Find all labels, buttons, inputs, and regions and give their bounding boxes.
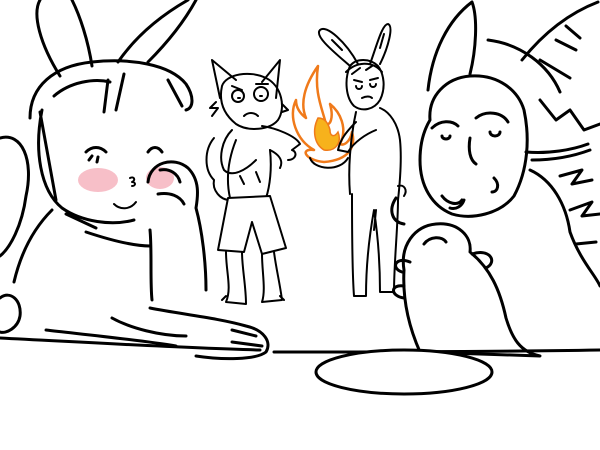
girl-smile — [113, 201, 137, 210]
boy-ears — [317, 23, 392, 67]
girl-arm — [44, 316, 188, 348]
girl-hair — [28, 59, 194, 120]
fox-fur-cheek — [209, 101, 289, 117]
girl-right-ear — [116, 0, 198, 64]
cat-face — [418, 74, 529, 218]
bunny-ear-girl — [0, 0, 270, 361]
flame-bowl — [309, 157, 349, 169]
cat-collar — [524, 142, 592, 162]
cat-mouth — [440, 194, 466, 210]
girl-table-hand — [148, 306, 270, 361]
plate — [314, 348, 494, 396]
boy-head — [345, 59, 385, 111]
girl-nose — [129, 176, 136, 187]
boy-hair — [345, 62, 383, 75]
cat-paw — [401, 222, 542, 358]
cat-head-fur — [486, 24, 600, 132]
bunny-ear-boy — [317, 23, 407, 297]
fox-arms — [220, 125, 301, 175]
girl-hand — [146, 160, 208, 292]
cat-paw-fur — [392, 236, 494, 300]
fox-legs — [221, 251, 285, 305]
girl-eye-right — [146, 146, 164, 154]
fox-eyes — [231, 83, 269, 103]
fox-shorts — [217, 195, 287, 255]
boy-body — [348, 107, 402, 201]
girl-body — [12, 208, 154, 302]
girl-blush-left — [78, 168, 118, 192]
girl-left-ear — [35, 0, 94, 78]
fox-character — [205, 59, 301, 305]
girl-back-leg — [0, 293, 22, 334]
fox-head — [220, 72, 283, 130]
cat-cheek — [490, 176, 500, 194]
flame-inner — [313, 117, 340, 151]
fox-tail — [205, 137, 231, 201]
boy-tail — [397, 184, 407, 197]
fox-mouth — [243, 112, 259, 117]
cat-tail — [390, 196, 406, 226]
boy-face — [353, 77, 379, 99]
fox-ears — [211, 59, 281, 99]
cat-ear-right — [520, 0, 600, 62]
boy-arm — [337, 121, 377, 153]
cat-eyes — [430, 111, 510, 166]
girl-blush-right — [146, 167, 174, 189]
grumpy-cat-character — [390, 0, 600, 358]
girl-tail — [0, 135, 30, 258]
cat-body — [528, 168, 600, 288]
girl-face — [37, 108, 136, 230]
fox-torso — [227, 139, 272, 199]
flame-icon — [291, 64, 355, 169]
girl-eye-left — [84, 146, 108, 164]
boy-legs — [351, 193, 399, 297]
cat-ear-left — [426, 0, 478, 92]
